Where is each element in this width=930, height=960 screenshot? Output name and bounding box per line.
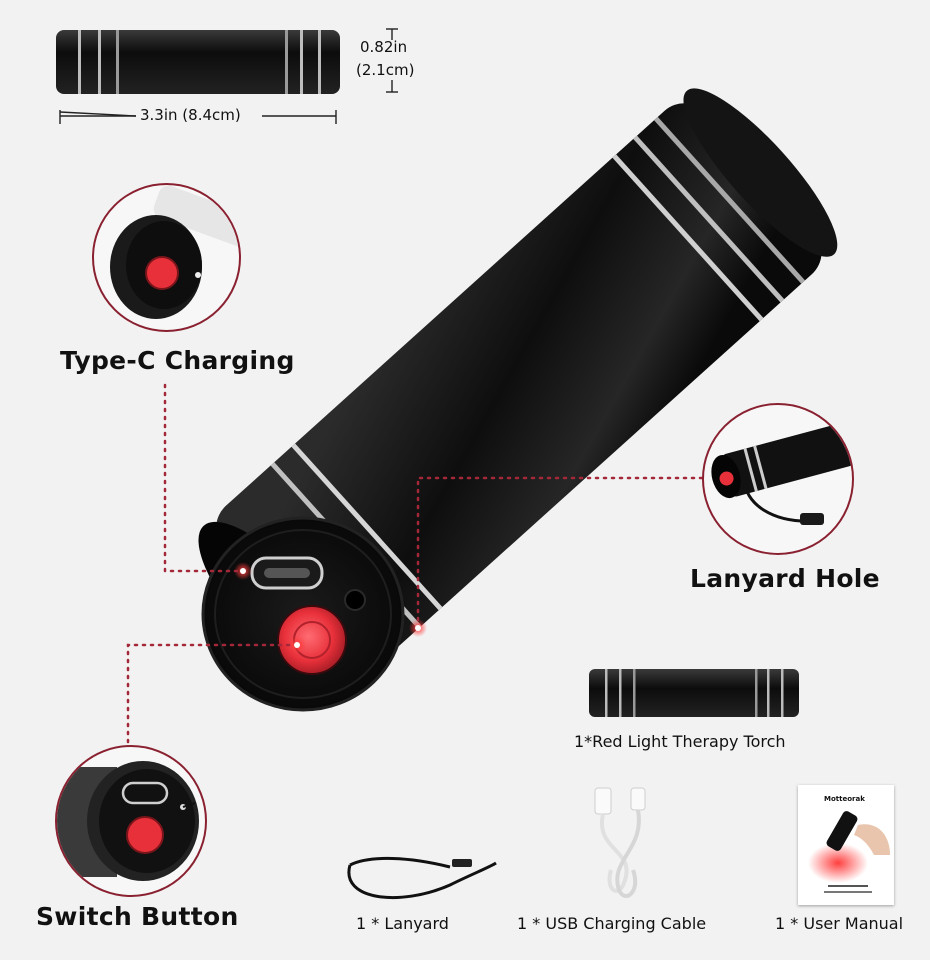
package-torch-image	[589, 669, 799, 717]
torch-side-view	[56, 28, 398, 124]
package-usb-cable-label: 1 * USB Charging Cable	[517, 914, 707, 933]
package-user-manual-image: Motteorak	[798, 785, 894, 905]
manual-cover-illustration	[808, 811, 890, 893]
height-dimension-label: 0.82in	[360, 38, 408, 56]
lanyard-hole-detail-circle	[702, 403, 854, 555]
lanyard-hole-detail-image	[711, 420, 852, 525]
manual-brand-text: Motteorak	[824, 795, 865, 803]
package-usb-cable-image	[594, 787, 646, 898]
package-lanyard-image	[347, 856, 497, 900]
torch-dimension-figure: 0.82in (2.1cm) 3.3in (8.4cm)	[0, 0, 460, 140]
switch-button-detail-circle	[55, 745, 207, 897]
height-dimension-label-cm: (2.1cm)	[356, 61, 415, 79]
package-user-manual-label: 1 * User Manual	[775, 914, 904, 933]
package-lanyard-label: 1 * Lanyard	[356, 914, 449, 933]
type-c-detail-image	[110, 185, 239, 319]
lanyard-hole-label: Lanyard Hole	[690, 564, 880, 593]
type-c-charging-label: Type-C Charging	[60, 346, 295, 375]
package-torch-label: 1*Red Light Therapy Torch	[574, 732, 786, 751]
length-dimension-label: 3.3in (8.4cm)	[140, 106, 241, 124]
switch-button-detail-image	[57, 761, 199, 881]
type-c-detail-circle	[92, 183, 241, 332]
switch-button-label: Switch Button	[36, 902, 239, 931]
